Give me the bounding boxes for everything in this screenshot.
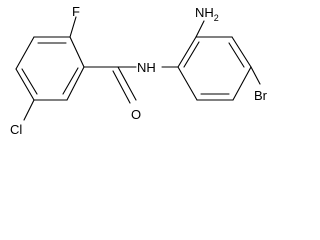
left-benzene-ring <box>15 36 85 101</box>
carbonyl-double-bond <box>112 66 137 104</box>
chemical-structure: F Cl O NH NH2 Br <box>10 4 268 137</box>
c-f-bond <box>69 16 77 38</box>
chlorine-label: Cl <box>10 122 22 137</box>
oxygen-label: O <box>131 107 141 122</box>
bromine-label: Br <box>254 88 268 103</box>
amine-label: NH2 <box>195 5 219 23</box>
c-nh2-bond <box>195 20 205 38</box>
amide-nitrogen-label: NH <box>137 60 156 75</box>
fluorine-label: F <box>72 4 80 19</box>
right-benzene-ring <box>177 36 252 101</box>
c-br-bond <box>250 66 261 85</box>
c-cl-bond <box>23 99 35 121</box>
